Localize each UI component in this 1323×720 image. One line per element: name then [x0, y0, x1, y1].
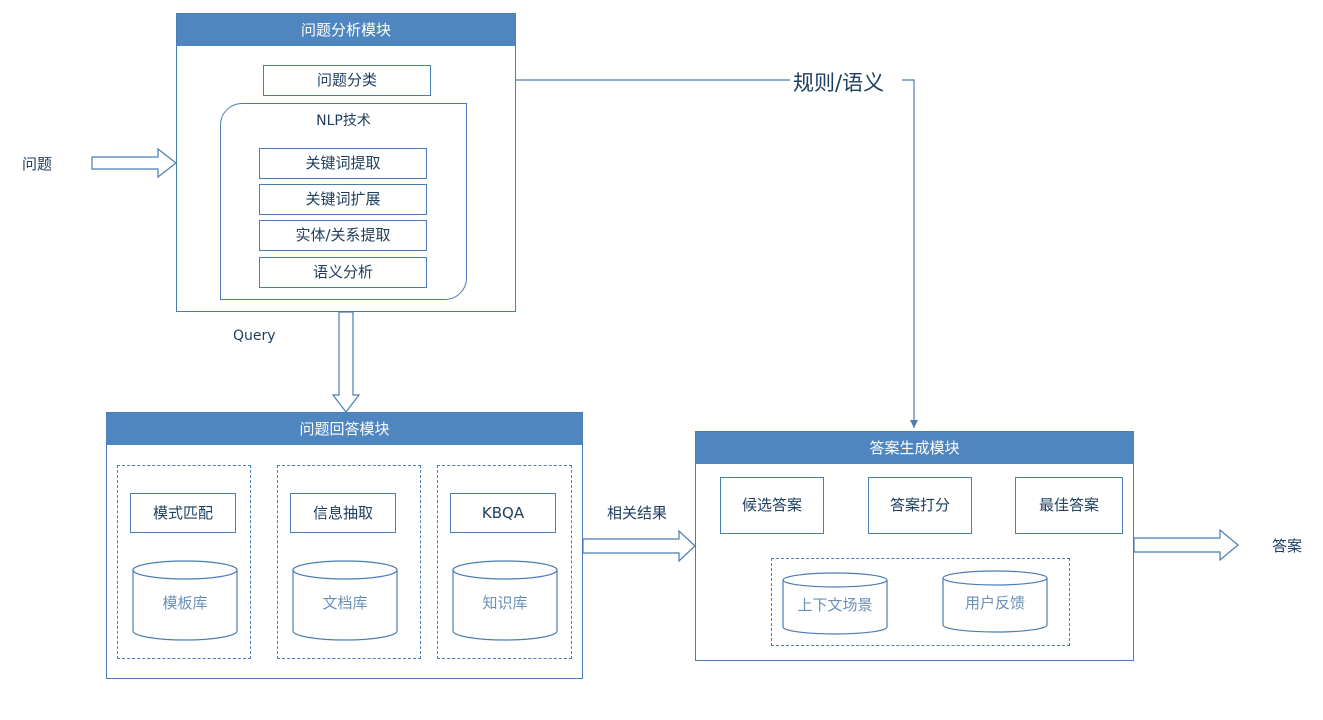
question-answering-title: 问题回答模块 — [107, 413, 582, 445]
database-feedback-icon — [942, 570, 1048, 633]
store-knowledge-base: 知识库 — [482, 594, 528, 612]
candidate-answers-box: 候选答案 — [720, 477, 824, 534]
question-classify-box: 问题分类 — [263, 65, 431, 96]
nlp-title: NLP技术 — [316, 113, 371, 129]
method-group-document — [277, 465, 421, 659]
method-pattern-match: 模式匹配 — [130, 493, 236, 533]
related-arrow — [582, 529, 696, 563]
context-scene-label: 上下文场景 — [797, 596, 873, 614]
answer-scoring-box: 答案打分 — [868, 477, 972, 534]
method-group-template — [117, 465, 251, 659]
user-feedback-label: 用户反馈 — [964, 594, 1025, 612]
rule-connector-down — [902, 79, 918, 428]
method-information-extraction: 信息抽取 — [290, 493, 396, 533]
output-label: 答案 — [1272, 537, 1303, 555]
database-template-icon — [132, 560, 238, 641]
input-arrow — [91, 147, 177, 179]
nlp-item-entity-relation: 实体/关系提取 — [259, 220, 427, 251]
query-label: Query — [233, 328, 276, 344]
nlp-item-semantic-analysis: 语义分析 — [259, 257, 427, 288]
store-template-library: 模板库 — [162, 594, 208, 612]
method-group-knowledge — [437, 465, 572, 659]
nlp-item-keyword-extract: 关键词提取 — [259, 148, 427, 179]
scoring-factors-group — [771, 558, 1070, 646]
answer-generation-module: 答案生成模块 — [695, 431, 1134, 661]
query-arrow — [331, 311, 361, 413]
output-arrow — [1133, 528, 1239, 562]
database-context-icon — [782, 572, 888, 635]
input-label: 问题 — [22, 155, 53, 173]
method-kbqa: KBQA — [450, 493, 556, 533]
best-answer-box: 最佳答案 — [1015, 477, 1123, 534]
question-analysis-title: 问题分析模块 — [177, 14, 515, 46]
database-document-icon — [292, 560, 398, 641]
rule-semantic-label: 规则/语义 — [793, 67, 885, 97]
nlp-item-keyword-expand: 关键词扩展 — [259, 184, 427, 215]
store-document-library: 文档库 — [322, 594, 368, 612]
related-results-label: 相关结果 — [607, 504, 668, 522]
answer-generation-title: 答案生成模块 — [696, 432, 1133, 464]
database-knowledge-icon — [452, 560, 558, 641]
